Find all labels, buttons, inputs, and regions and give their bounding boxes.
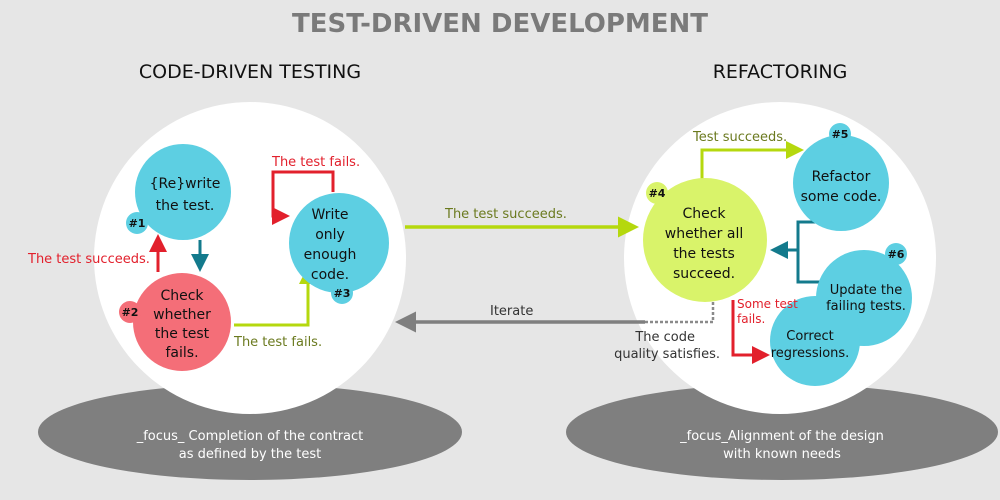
- step4-circle: [643, 178, 767, 302]
- right-focus-ellipse: [566, 384, 998, 480]
- dotted-quality-line: [645, 302, 715, 324]
- label-test-succeeds-left: The test succeeds.: [27, 252, 150, 267]
- arrow-back-to-step4: [776, 220, 820, 284]
- step4-badge: #4: [649, 187, 666, 200]
- step2-badge-circle: [119, 301, 141, 323]
- step4-badge-circle: [646, 182, 668, 204]
- correct-regressions-circle: [770, 296, 860, 386]
- step2-badge: #2: [122, 306, 139, 319]
- label-test-fails-loop: The test fails.: [271, 155, 360, 170]
- step5-badge: #5: [832, 128, 849, 141]
- step3-badge: #3: [334, 287, 351, 300]
- arrow-step4-to-step5: [700, 141, 804, 180]
- arrow-step4-to-correct: [731, 300, 770, 364]
- step5-circle: [793, 135, 889, 231]
- step6-badge: #6: [888, 248, 905, 261]
- step2-circle: [133, 273, 231, 371]
- label-test-fails-left: The test fails.: [233, 335, 322, 350]
- label-test-succeeds-right: Test succeeds.: [692, 130, 787, 145]
- left-heading: CODE-DRIVEN TESTING: [139, 61, 361, 83]
- step5-badge-circle: [829, 123, 851, 145]
- step1-circle: [135, 144, 231, 240]
- step1-badge: #1: [129, 217, 146, 230]
- label-test-succeeds-middle: The test succeeds.: [444, 207, 567, 222]
- step3-badge-circle: [331, 282, 353, 304]
- right-heading: REFACTORING: [713, 61, 848, 83]
- left-focus-ellipse: [38, 384, 462, 480]
- step3-circle: [289, 193, 389, 293]
- step1-badge-circle: [126, 212, 148, 234]
- step6-badge-circle: [885, 243, 907, 265]
- page-title: TEST-DRIVEN DEVELOPMENT: [292, 9, 708, 39]
- arrow-step2-to-step3: [234, 266, 317, 327]
- arrow-step3-loop: [271, 170, 335, 225]
- label-iterate: Iterate: [490, 304, 533, 319]
